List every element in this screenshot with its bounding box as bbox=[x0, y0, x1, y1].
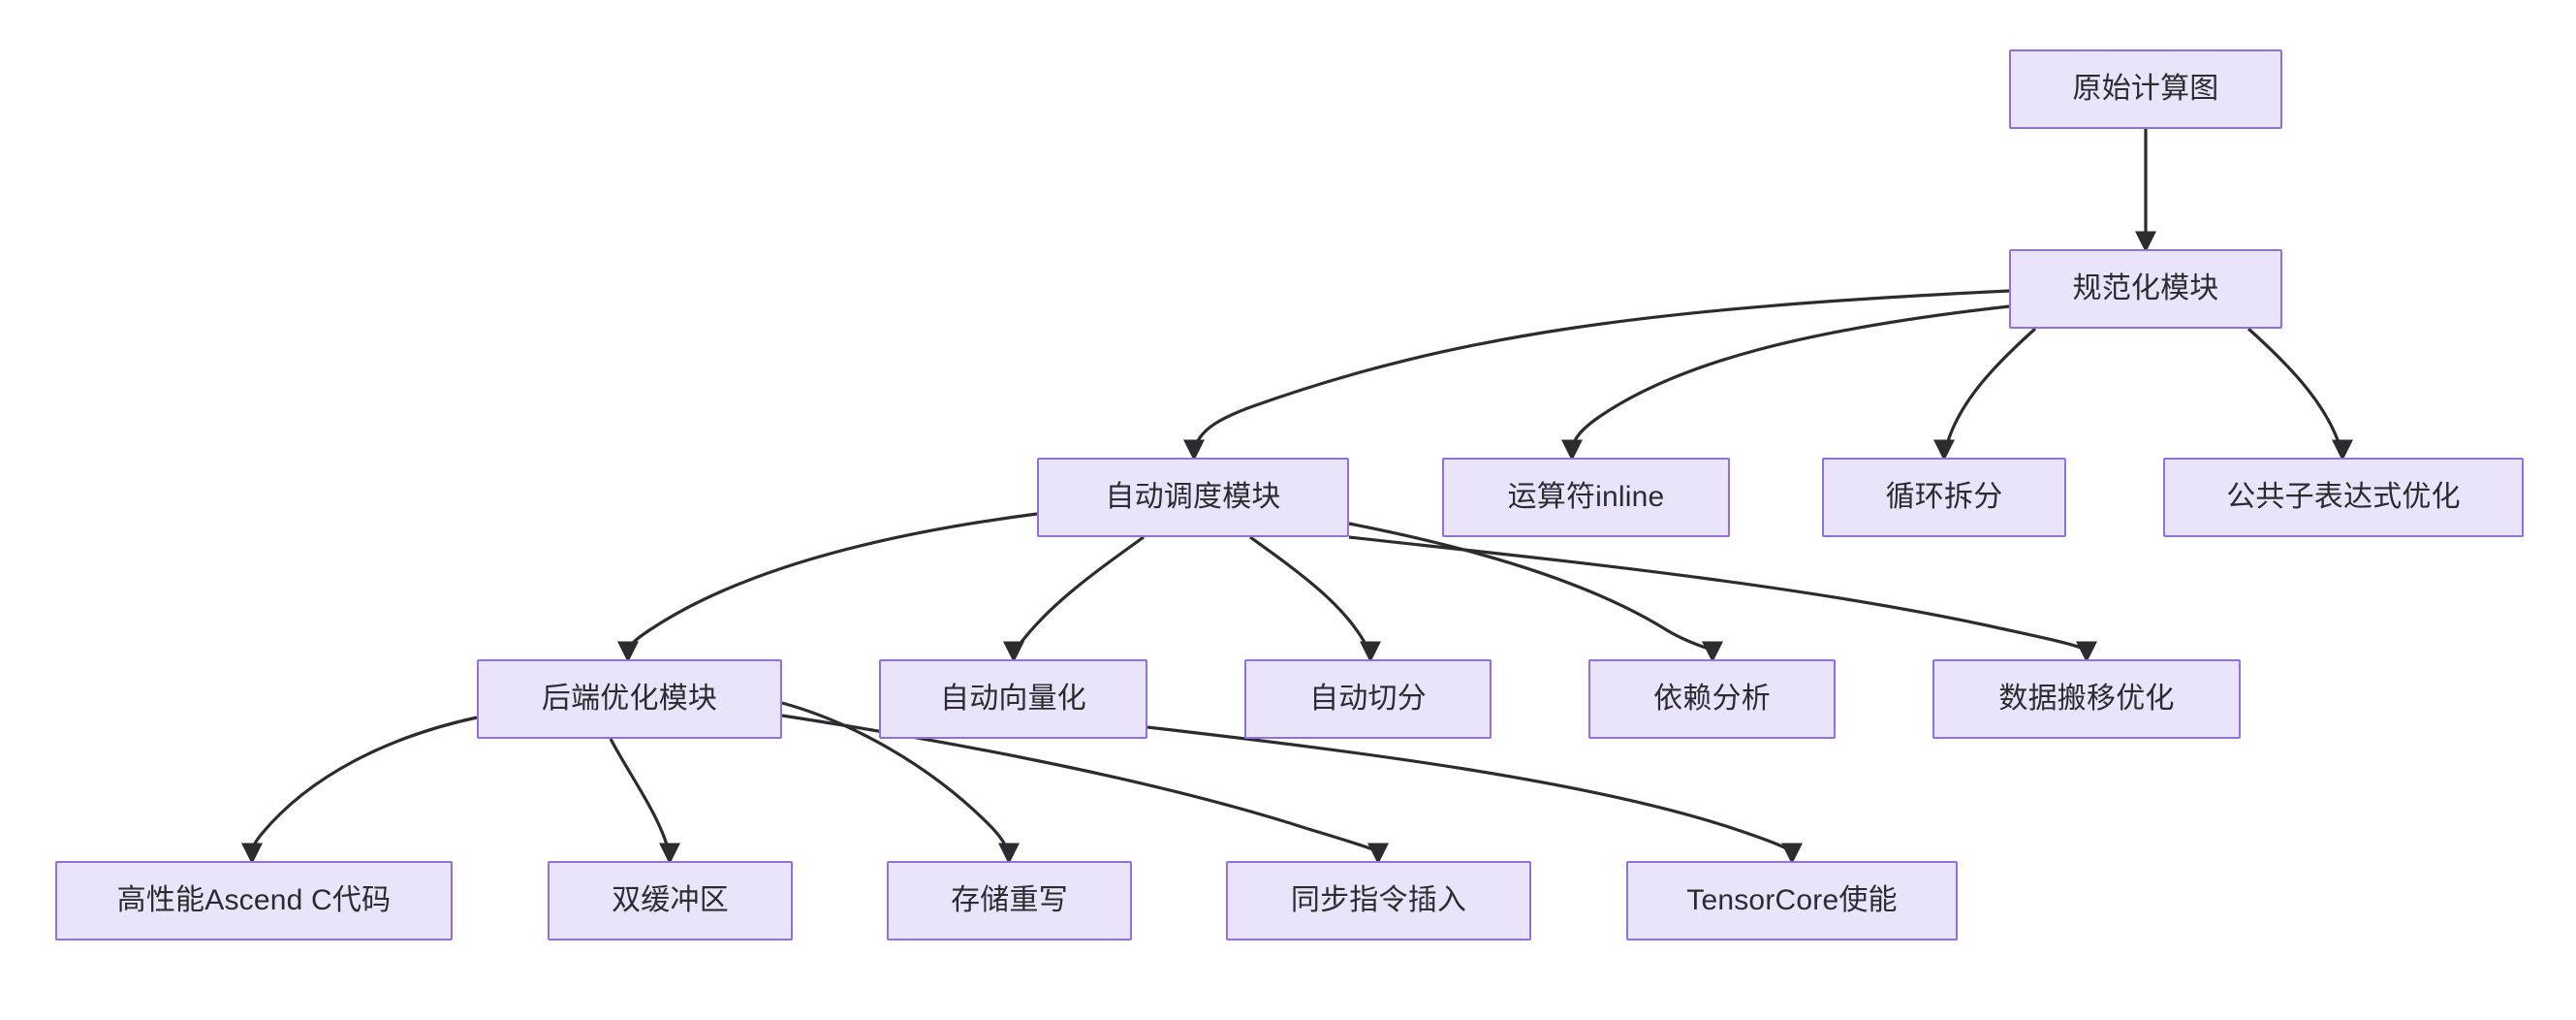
flow-node-label: 双缓冲区 bbox=[612, 884, 729, 916]
flow-node-n5[interactable]: 循环拆分 bbox=[1822, 458, 2066, 537]
arrowhead-n2-to-n4 bbox=[1561, 439, 1583, 462]
arrowhead-n3-to-n8 bbox=[1003, 641, 1024, 663]
arrowhead-n3-to-n9 bbox=[1360, 641, 1381, 663]
flow-node-n12[interactable]: 高性能Ascend C代码 bbox=[55, 861, 453, 940]
flow-node-n15[interactable]: 同步指令插入 bbox=[1226, 861, 1531, 940]
arrowhead-n8-to-n16 bbox=[1781, 843, 1803, 865]
flow-node-label: 存储重写 bbox=[951, 884, 1068, 916]
arrowhead-n2-to-n3 bbox=[1183, 439, 1205, 462]
flow-node-n14[interactable]: 存储重写 bbox=[887, 861, 1132, 940]
flow-node-n13[interactable]: 双缓冲区 bbox=[548, 861, 793, 940]
flow-node-n9[interactable]: 自动切分 bbox=[1244, 659, 1492, 739]
arrowhead-n2-to-n5 bbox=[1933, 439, 1955, 462]
edge-n8-to-n16 bbox=[1147, 725, 1793, 853]
flow-node-label: 公共子表达式优化 bbox=[2226, 481, 2461, 513]
flow-node-label: 高性能Ascend C代码 bbox=[116, 884, 392, 916]
arrowhead-n3-to-n11 bbox=[2076, 641, 2097, 663]
arrowhead-n2-to-n6 bbox=[2332, 439, 2353, 462]
arrowhead-n7-to-n14 bbox=[998, 843, 1020, 865]
edge-n7-to-n14 bbox=[781, 701, 1010, 852]
flow-node-label: 自动调度模块 bbox=[1105, 481, 1281, 513]
flow-node-n11[interactable]: 数据搬移优化 bbox=[1932, 659, 2241, 739]
flow-node-n3[interactable]: 自动调度模块 bbox=[1037, 458, 1349, 537]
flow-node-label: 后端优化模块 bbox=[541, 683, 718, 715]
arrowhead-n7-to-n13 bbox=[659, 843, 680, 865]
flow-node-n6[interactable]: 公共子表达式优化 bbox=[2163, 458, 2524, 537]
edge-n2-to-n6 bbox=[2246, 327, 2342, 449]
edge-n7-to-n13 bbox=[609, 738, 671, 852]
edge-n2-to-n5 bbox=[1944, 327, 2037, 449]
flow-node-n2[interactable]: 规范化模块 bbox=[2009, 249, 2282, 329]
flow-node-label: 循环拆分 bbox=[1885, 481, 2003, 513]
flow-node-n16[interactable]: TensorCore使能 bbox=[1626, 861, 1958, 940]
flow-node-n7[interactable]: 后端优化模块 bbox=[477, 659, 782, 739]
edge-n3-to-n9 bbox=[1249, 535, 1370, 651]
flow-node-label: 数据搬移优化 bbox=[1998, 683, 2175, 715]
flow-node-label: 自动切分 bbox=[1309, 683, 1427, 715]
edge-n3-to-n8 bbox=[1014, 535, 1145, 651]
arrowhead-n1-to-n2 bbox=[2135, 231, 2156, 253]
edge-n3-to-n7 bbox=[626, 512, 1038, 651]
flow-node-label: 原始计算图 bbox=[2072, 73, 2219, 105]
edge-n2-to-n3 bbox=[1192, 289, 2010, 449]
flow-node-n10[interactable]: 依赖分析 bbox=[1588, 659, 1836, 739]
flow-node-label: 自动向量化 bbox=[940, 683, 1086, 715]
edge-n3-to-n10 bbox=[1348, 522, 1712, 652]
arrowhead-n3-to-n7 bbox=[617, 641, 639, 663]
edge-n2-to-n4 bbox=[1570, 304, 2010, 449]
flow-node-n1[interactable]: 原始计算图 bbox=[2009, 49, 2282, 129]
flow-node-label: 依赖分析 bbox=[1653, 683, 1771, 715]
flow-node-label: 同步指令插入 bbox=[1290, 884, 1467, 916]
arrowhead-n7-to-n12 bbox=[241, 843, 263, 865]
edge-n3-to-n11 bbox=[1348, 535, 2087, 652]
flow-node-n8[interactable]: 自动向量化 bbox=[879, 659, 1147, 739]
arrowhead-n3-to-n10 bbox=[1702, 641, 1723, 663]
flow-node-label: 规范化模块 bbox=[2072, 272, 2219, 304]
arrowhead-n7-to-n15 bbox=[1367, 843, 1389, 865]
flow-node-n4[interactable]: 运算符inline bbox=[1442, 458, 1730, 537]
flow-node-label: TensorCore使能 bbox=[1686, 884, 1898, 916]
flow-node-label: 运算符inline bbox=[1507, 481, 1665, 513]
